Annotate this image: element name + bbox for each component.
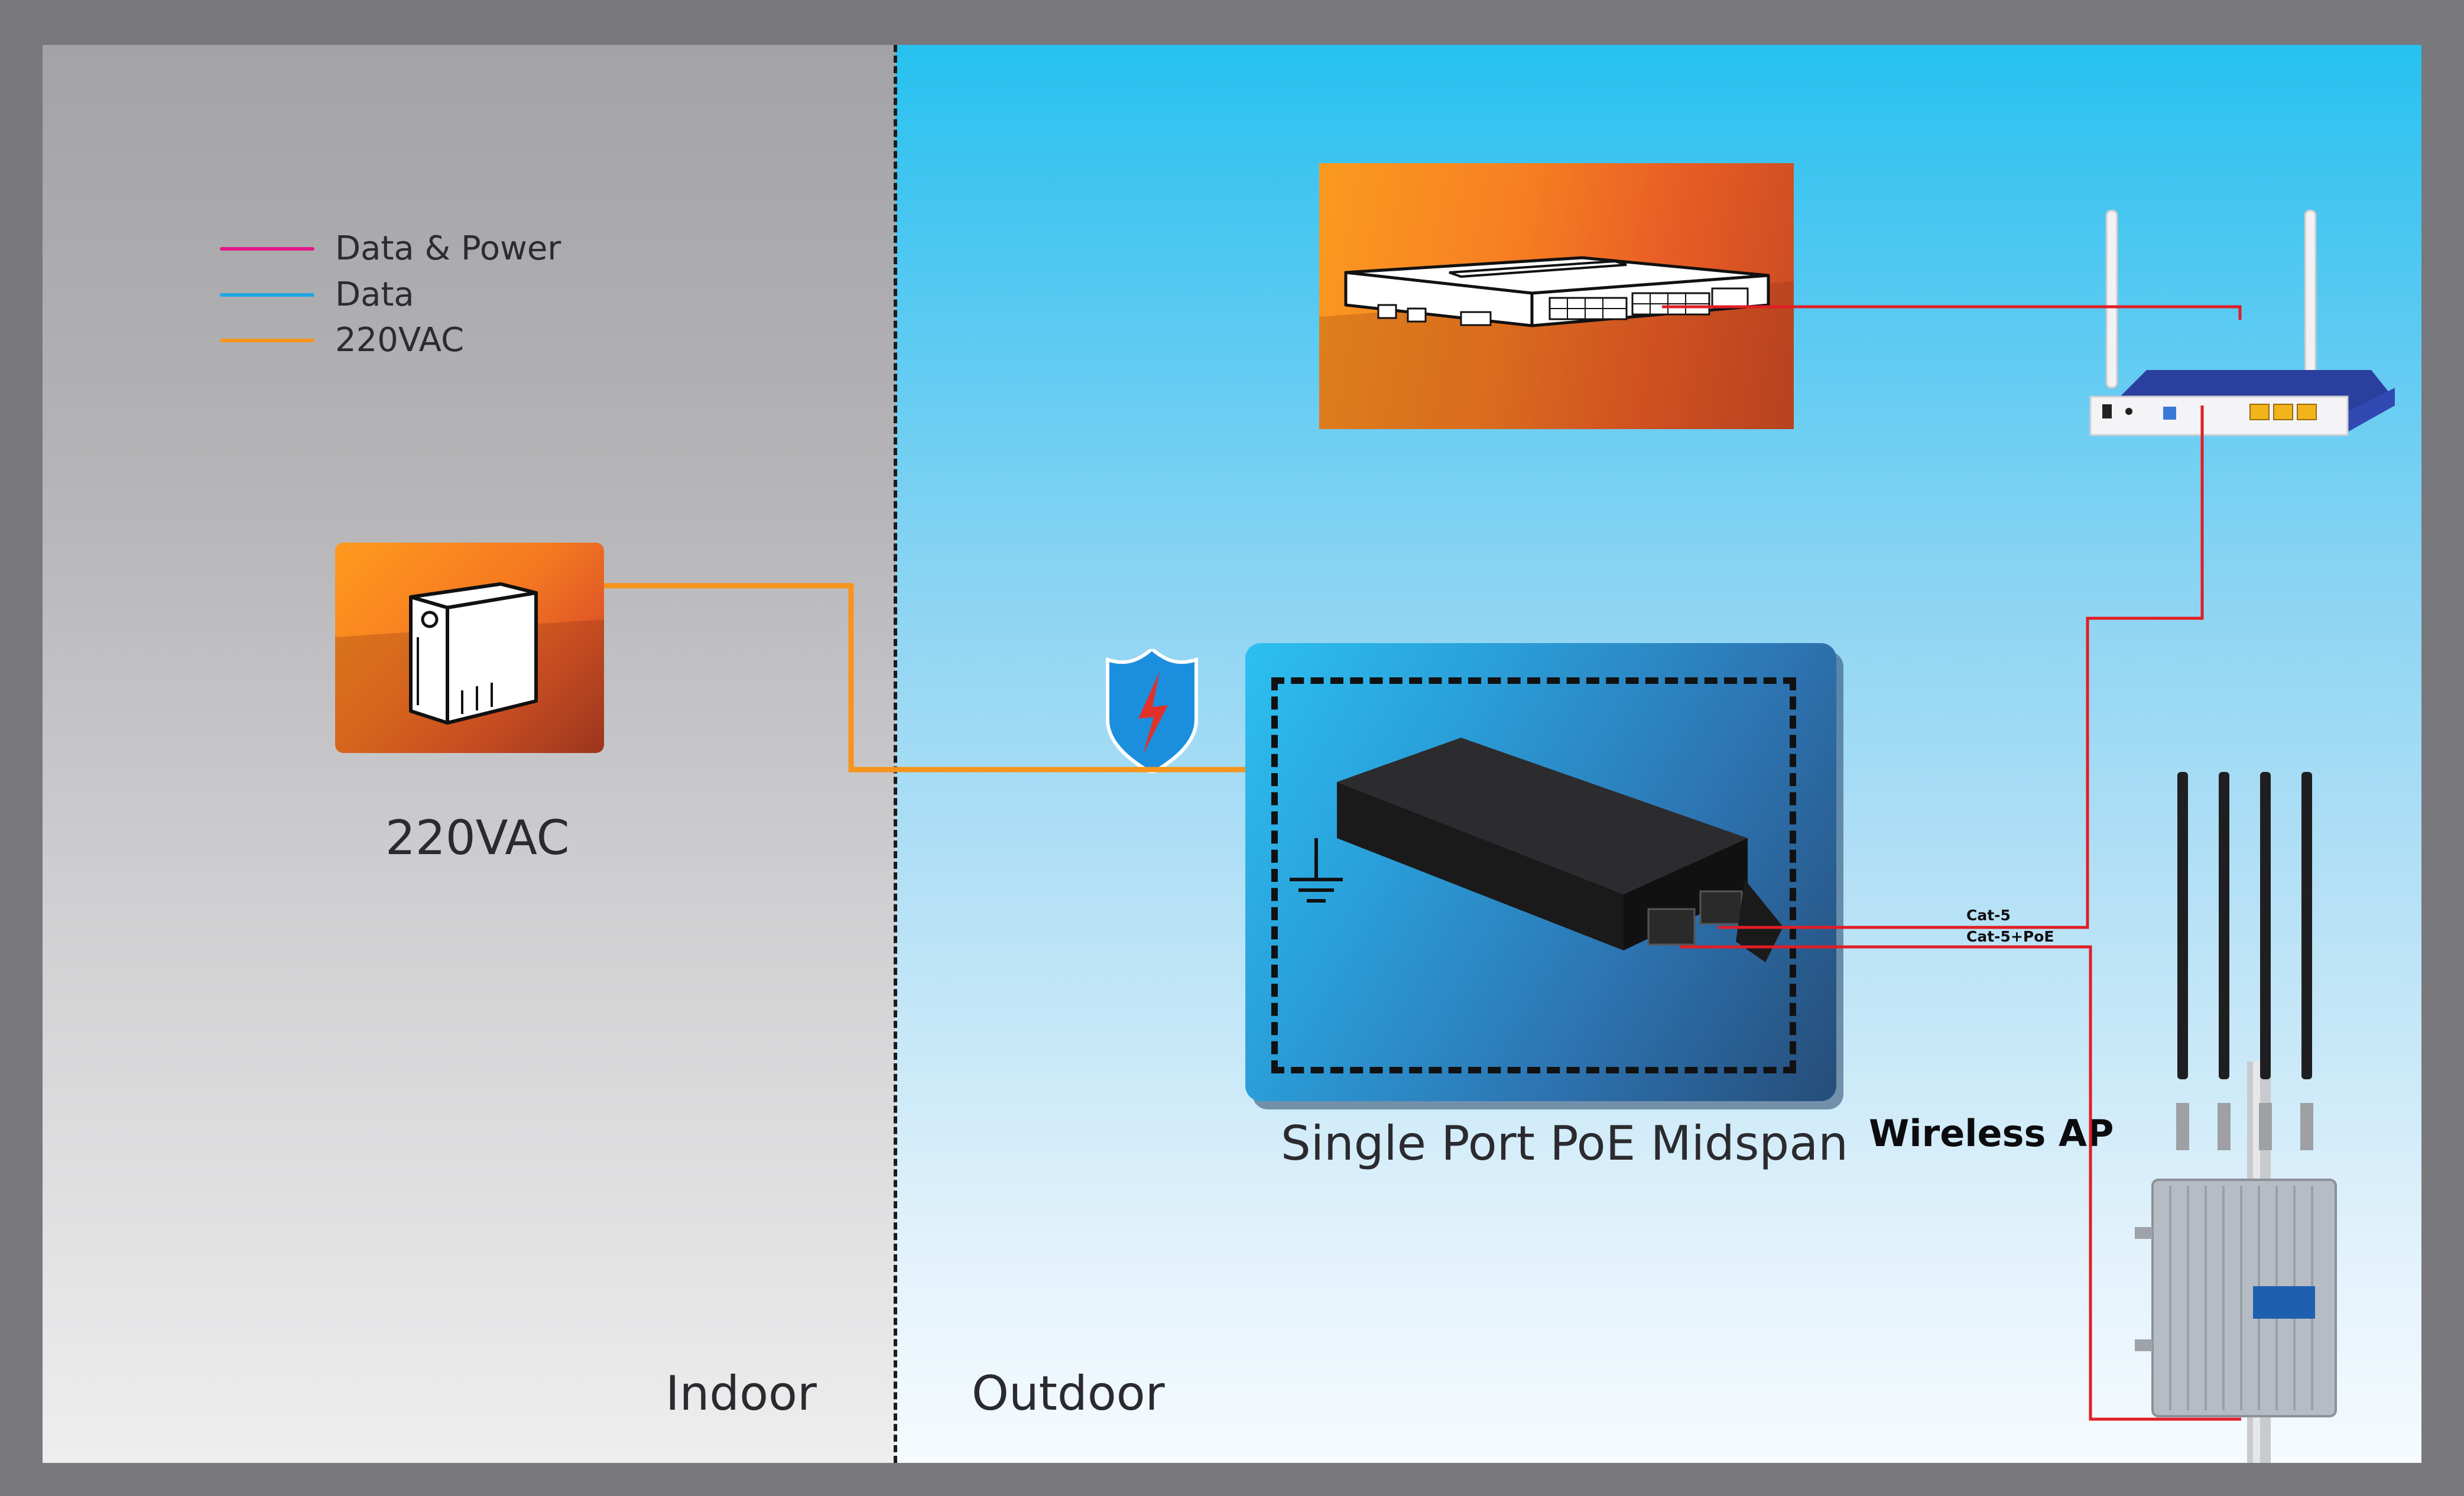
legend-label: 220VAC [335, 321, 465, 359]
legend-label: Data & Power [335, 229, 561, 268]
midspan-label: Single Port PoE Midspan [1281, 1116, 1848, 1171]
cat5-poe-label: Cat-5+PoE [1966, 928, 2054, 945]
ups-icon [335, 582, 604, 753]
legend-swatch [220, 293, 314, 297]
ups-node [335, 543, 604, 753]
legend-swatch [220, 247, 314, 251]
legend-swatch [220, 339, 314, 342]
diagram-canvas: Data & Power Data 220VAC 220VAC [43, 45, 2421, 1463]
surge-protection-shield-icon [1106, 649, 1198, 773]
ground-icon [1290, 838, 1343, 903]
switch-node [1319, 163, 1794, 429]
zone-divider [894, 45, 897, 1463]
outdoor-access-point-icon [2135, 772, 2337, 1463]
indoor-label: Indoor [665, 1366, 817, 1421]
network-switch-icon [1319, 256, 1794, 429]
legend-label: Data [335, 275, 414, 314]
ups-label: 220VAC [385, 810, 570, 865]
cat5-label: Cat-5 [1966, 907, 2011, 924]
outdoor-label: Outdoor [972, 1366, 1165, 1421]
access-point-label: Wireless AP [1869, 1112, 2114, 1155]
midspan-node [1245, 643, 1836, 1101]
router-icon [2089, 209, 2395, 436]
